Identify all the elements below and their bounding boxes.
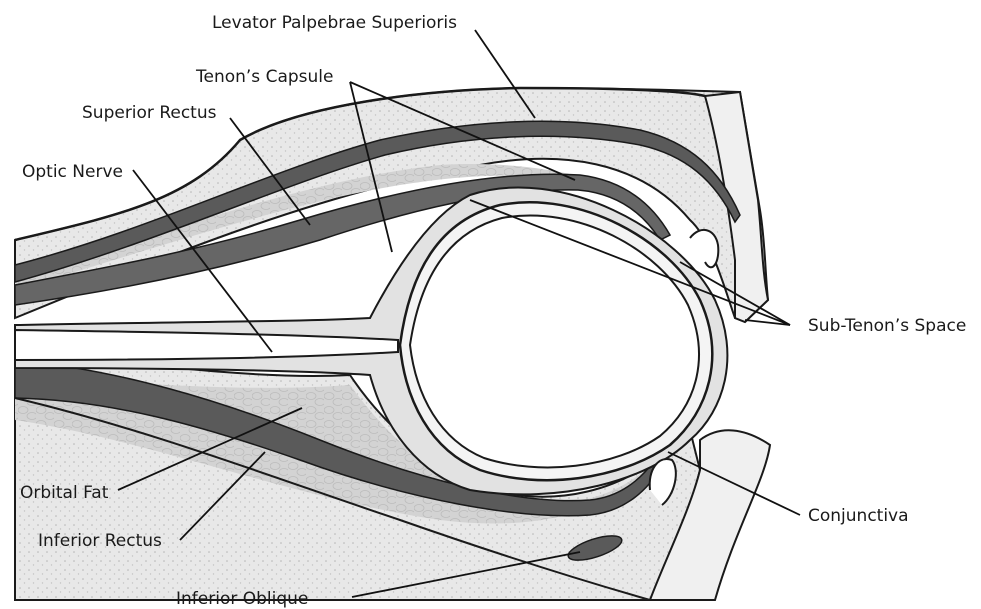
label-inferior-rectus: Inferior Rectus (38, 531, 162, 551)
label-inferior-oblique: Inferior Oblique (176, 589, 308, 609)
label-optic-nerve: Optic Nerve (22, 162, 123, 182)
upper-fornix (690, 230, 718, 267)
label-tenons-capsule: Tenon’s Capsule (195, 67, 333, 87)
label-conjunctiva: Conjunctiva (808, 506, 909, 526)
label-orbital-fat: Orbital Fat (20, 483, 109, 503)
label-superior-rectus: Superior Rectus (82, 103, 217, 123)
label-levator: Levator Palpebrae Superioris (212, 13, 457, 33)
label-sub-tenons-space: Sub-Tenon’s Space (808, 316, 966, 336)
